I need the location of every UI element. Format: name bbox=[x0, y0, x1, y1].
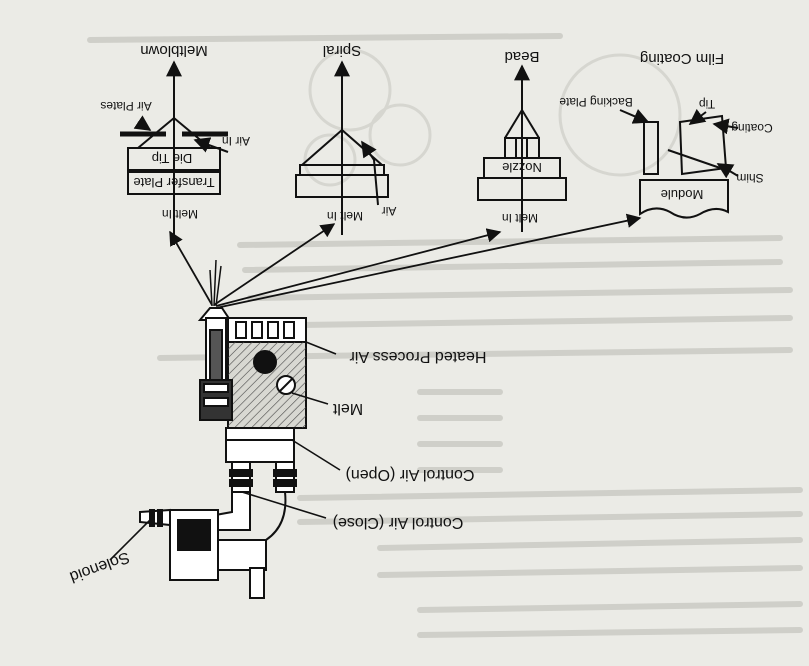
melt-inlet-circle bbox=[253, 350, 277, 374]
backing-plate-rect bbox=[643, 121, 659, 175]
tip-label: Tip bbox=[699, 97, 716, 111]
arrow-to-meltblown bbox=[169, 230, 213, 306]
connector-arrows bbox=[169, 213, 642, 309]
air-plates-label: Air Plates bbox=[100, 99, 151, 113]
heated-air-leader bbox=[305, 341, 337, 355]
lower-body bbox=[225, 427, 295, 463]
tip-pointer bbox=[688, 108, 707, 125]
heated-process-air-label: Heated Process Air bbox=[349, 348, 487, 365]
meltblown-title: Meltblown bbox=[140, 42, 208, 59]
control-air-open-label: Control Air (Open) bbox=[346, 466, 475, 483]
control-air-close-label: Control Air (Close) bbox=[333, 514, 464, 531]
shim-line bbox=[667, 149, 727, 171]
coating-pointer bbox=[712, 118, 739, 135]
solenoid-connector bbox=[217, 539, 267, 571]
applicator-leaders bbox=[109, 341, 341, 561]
melt-label: Melt bbox=[332, 400, 363, 417]
module-block bbox=[639, 179, 729, 219]
module-label: Module bbox=[661, 187, 704, 202]
arrow-to-film-coating bbox=[215, 213, 642, 309]
air-in-pointer bbox=[193, 137, 229, 153]
spiral-air-label: Air bbox=[382, 204, 397, 218]
nozzle-label: Nozzle bbox=[502, 160, 542, 175]
applicator-module bbox=[139, 307, 307, 599]
spiral-air-pointer bbox=[361, 140, 379, 206]
melt-in-label-1: Melt In bbox=[162, 207, 198, 221]
arrow-to-spiral bbox=[213, 223, 336, 306]
background-bleed-lines bbox=[87, 33, 803, 638]
melt-in-label-3: Melt In bbox=[502, 211, 538, 225]
air-in-label: Air In bbox=[222, 134, 250, 148]
control-air-close-leader bbox=[241, 491, 327, 519]
shim-pointer bbox=[716, 163, 739, 179]
spray-jets bbox=[209, 259, 222, 307]
spiral-title: Spiral bbox=[323, 42, 361, 59]
arrow-to-bead bbox=[215, 228, 502, 307]
backing-plate-label: Backing Plate bbox=[559, 95, 633, 109]
coating-label: Coating bbox=[731, 121, 772, 135]
die-tip-label: Die Tip bbox=[152, 151, 192, 166]
film-coating-title: Film Coating bbox=[640, 50, 724, 67]
melt-in-label-2: Melt In bbox=[327, 209, 363, 223]
background-bleed-shapes bbox=[303, 48, 682, 187]
melt-leader bbox=[291, 392, 329, 405]
spiral-diagram bbox=[295, 60, 389, 235]
film-coating-diagram bbox=[619, 108, 739, 219]
solenoid-label: Solenoid bbox=[67, 548, 131, 585]
bead-diagram bbox=[477, 64, 567, 232]
control-air-open-leader bbox=[291, 439, 341, 471]
backing-plate-pointer bbox=[619, 108, 650, 124]
transfer-plate-label: Transfer Plate bbox=[133, 175, 214, 190]
air-plates-pointer bbox=[133, 115, 152, 131]
meltblown-diagram bbox=[120, 60, 229, 245]
bead-title: Bead bbox=[504, 48, 539, 65]
shim-label: Shim bbox=[736, 171, 763, 185]
solenoid-leader bbox=[109, 519, 151, 561]
